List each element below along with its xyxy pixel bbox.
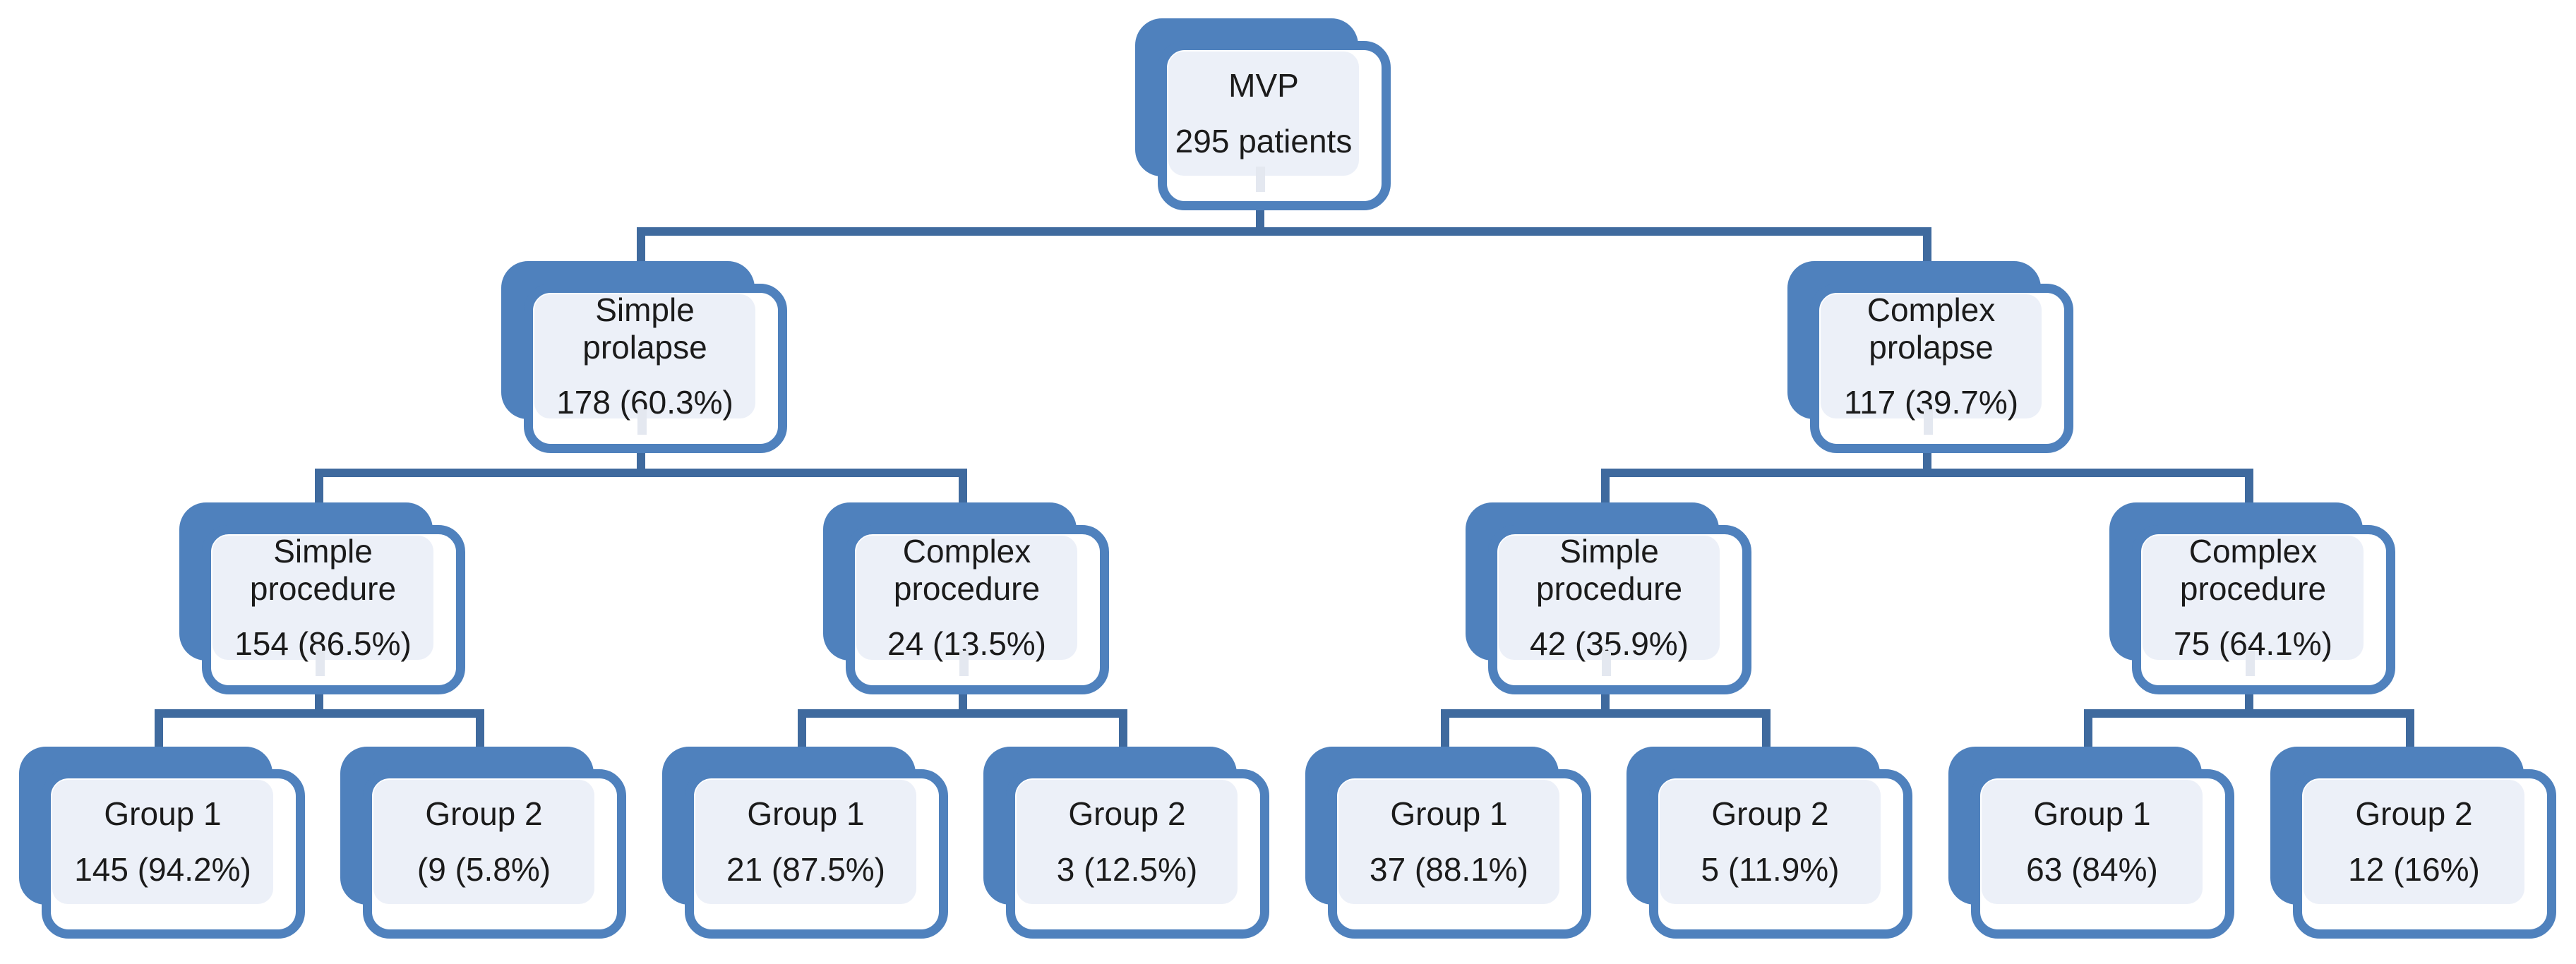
node-simple-procedure-right: Simple procedure 42 (35.9%)	[1466, 502, 1751, 694]
node-value: 295 patients	[1175, 123, 1353, 159]
node-label: Simple procedure	[249, 532, 397, 607]
node-label: MVP	[1228, 67, 1299, 104]
node-value: 37 (88.1%)	[1369, 851, 1528, 888]
node-sc-group2: Group 2 3 (12.5%)	[983, 747, 1269, 939]
node-panel: Group 2 (9 (5.8%)	[373, 780, 594, 904]
node-card: Group 2 12 (16%)	[2293, 769, 2556, 939]
node-card: Group 1 37 (88.1%)	[1328, 769, 1591, 939]
node-label: Group 1	[747, 795, 865, 833]
node-simple-procedure-left: Simple procedure 154 (86.5%)	[179, 502, 465, 694]
node-ss-group1: Group 1 145 (94.2%)	[19, 747, 305, 939]
node-simple-prolapse: Simple prolapse 178 (60.3%)	[501, 261, 787, 453]
node-value: 63 (84%)	[2026, 851, 2158, 888]
node-label: Group 2	[1068, 795, 1186, 833]
node-card: Complex prolapse 117 (39.7%)	[1810, 284, 2073, 453]
node-ss-group2: Group 2 (9 (5.8%)	[340, 747, 626, 939]
node-panel: Group 1 145 (94.2%)	[52, 780, 273, 904]
node-card: Group 2 (9 (5.8%)	[363, 769, 626, 939]
node-card: Simple prolapse 178 (60.3%)	[524, 284, 787, 453]
node-panel: Group 1 37 (88.1%)	[1338, 780, 1559, 904]
node-panel: Group 1 63 (84%)	[1982, 780, 2203, 904]
node-card: Group 2 5 (11.9%)	[1649, 769, 1912, 939]
node-panel: Group 2 3 (12.5%)	[1017, 780, 1238, 904]
node-mvp: MVP 295 patients	[1135, 18, 1391, 210]
node-value: 3 (12.5%)	[1056, 851, 1198, 888]
node-card: Group 1 21 (87.5%)	[685, 769, 948, 939]
node-panel: Group 2 5 (11.9%)	[1660, 780, 1881, 904]
node-complex-procedure-left: Complex procedure 24 (13.5%)	[823, 502, 1109, 694]
node-panel: Complex procedure 75 (64.1%)	[2143, 532, 2364, 662]
node-panel: Group 2 12 (16%)	[2304, 780, 2524, 904]
node-card: MVP 295 patients	[1158, 41, 1391, 210]
connector-ghost	[2245, 651, 2255, 676]
node-card: Group 2 3 (12.5%)	[1006, 769, 1269, 939]
node-label: Complex procedure	[2179, 532, 2327, 607]
node-card: Group 1 145 (94.2%)	[42, 769, 305, 939]
node-card: Group 1 63 (84%)	[1971, 769, 2234, 939]
node-cs-group1: Group 1 37 (88.1%)	[1305, 747, 1591, 939]
connector-ghost	[637, 409, 647, 435]
node-cc-group1: Group 1 63 (84%)	[1948, 747, 2234, 939]
node-cs-group2: Group 2 5 (11.9%)	[1627, 747, 1912, 939]
node-panel: Complex prolapse 117 (39.7%)	[1821, 291, 2042, 421]
connector-ghost	[315, 651, 325, 676]
node-value: (9 (5.8%)	[417, 851, 551, 888]
node-cc-group2: Group 2 12 (16%)	[2270, 747, 2556, 939]
node-panel: MVP 295 patients	[1168, 52, 1359, 176]
connector-ghost	[959, 651, 969, 676]
node-sc-group1: Group 1 21 (87.5%)	[662, 747, 948, 939]
connector-ghost	[1601, 651, 1611, 676]
node-value: 145 (94.2%)	[74, 851, 251, 888]
node-panel: Group 1 21 (87.5%)	[695, 780, 916, 904]
node-label: Complex procedure	[893, 532, 1041, 607]
node-value: 21 (87.5%)	[726, 851, 885, 888]
node-complex-prolapse: Complex prolapse 117 (39.7%)	[1787, 261, 2073, 453]
node-label: Group 1	[2033, 795, 2151, 833]
node-value: 5 (11.9%)	[1701, 851, 1840, 888]
node-card: Simple procedure 42 (35.9%)	[1488, 525, 1751, 694]
node-panel: Simple procedure 154 (86.5%)	[212, 532, 433, 662]
node-label: Group 1	[1390, 795, 1508, 833]
node-card: Simple procedure 154 (86.5%)	[202, 525, 465, 694]
node-label: Group 2	[1711, 795, 1829, 833]
connector-ghost	[1256, 167, 1265, 192]
node-panel: Simple prolapse 178 (60.3%)	[534, 291, 755, 421]
node-label: Simple prolapse	[582, 291, 707, 366]
node-label: Group 2	[425, 795, 543, 833]
node-label: Simple procedure	[1535, 532, 1683, 607]
node-card: Complex procedure 75 (64.1%)	[2132, 525, 2395, 694]
node-label: Group 1	[104, 795, 222, 833]
node-panel: Simple procedure 42 (35.9%)	[1499, 532, 1720, 662]
node-card: Complex procedure 24 (13.5%)	[846, 525, 1109, 694]
node-label: Group 2	[2355, 795, 2473, 833]
node-panel: Complex procedure 24 (13.5%)	[856, 532, 1077, 662]
node-label: Complex prolapse	[1867, 291, 1996, 366]
connector-ghost	[1923, 409, 1933, 435]
node-value: 12 (16%)	[2348, 851, 2480, 888]
node-complex-procedure-right: Complex procedure 75 (64.1%)	[2109, 502, 2395, 694]
